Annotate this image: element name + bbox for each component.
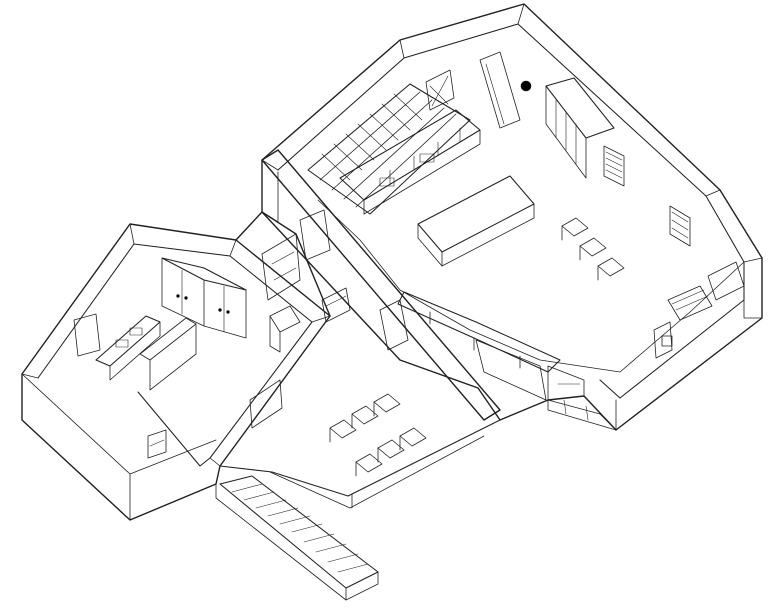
- upper-window: [425, 69, 455, 111]
- dining-chairs-right: [561, 217, 625, 281]
- louvre-panel: [603, 145, 691, 247]
- large-block: [261, 3, 763, 431]
- wall-joint: [261, 159, 279, 171]
- diagonal-party-wall: [261, 149, 501, 421]
- large-block-outer-wall: [261, 3, 763, 431]
- large-block-floor-edge: [317, 199, 745, 373]
- column-door: [479, 51, 521, 129]
- staircase-upper: [307, 83, 471, 215]
- terrace-chairs: [329, 393, 427, 477]
- sideboard: [139, 317, 197, 391]
- lower-glass-facade: [547, 365, 617, 431]
- canopy: [397, 291, 561, 401]
- wall-unit: [269, 305, 301, 353]
- cupboards: [161, 257, 247, 339]
- right-facade: [743, 299, 763, 319]
- entry-staircase: [215, 475, 379, 601]
- wall-joint: [517, 3, 525, 25]
- wall-joint: [399, 39, 405, 59]
- small-block-inner-wall: [37, 243, 313, 467]
- bottom-right-room: [653, 261, 745, 359]
- kitchen-counter: [339, 109, 481, 215]
- wall-joint: [743, 257, 763, 263]
- right-wall-shelving: [520, 77, 615, 179]
- kitchenette: [73, 313, 161, 381]
- large-block-inner-wall: [277, 23, 745, 399]
- front-window: [147, 429, 167, 459]
- kitchen-island: [417, 175, 535, 267]
- courtyard-link: [219, 211, 501, 509]
- wall-joint: [705, 189, 721, 197]
